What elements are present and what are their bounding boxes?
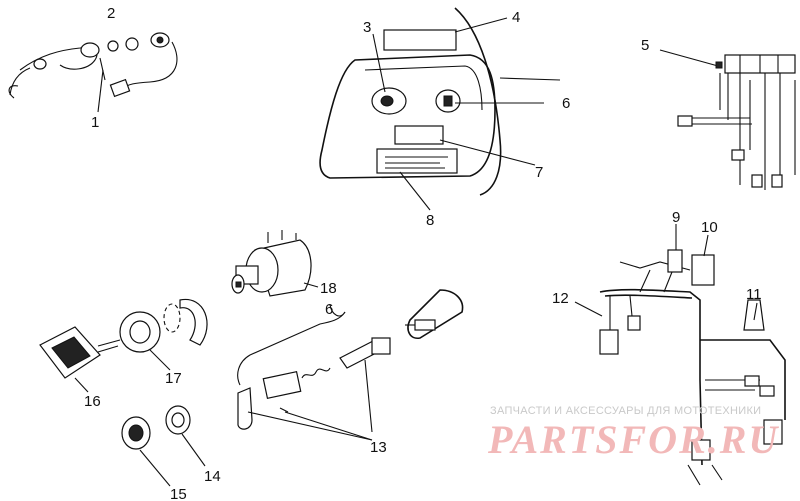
- callout-labels: 1 2 3 4 5 6 7 8 9 10 11 12 13 14 15 16 1…: [84, 5, 762, 501]
- switch-nut-and-ring: [39, 298, 208, 393]
- callout-9: 9: [672, 209, 680, 226]
- ignition-switch-harness: [8, 32, 178, 113]
- callout-13: 13: [370, 439, 387, 456]
- callout-18: 18: [320, 280, 337, 297]
- callout-5: 5: [641, 37, 649, 54]
- callout-8: 8: [426, 212, 434, 229]
- callout-1: 1: [91, 114, 99, 131]
- callout-3: 3: [363, 19, 371, 36]
- ignition-switch-body: [231, 230, 319, 297]
- main-wire-harness: [574, 224, 786, 486]
- watermark-tagline: ЗАПЧАСТИ И АКСЕССУАРЫ ДЛЯ МОТОТЕХНИКИ: [490, 405, 762, 417]
- wire-harness-fragment: [659, 49, 796, 190]
- callout-12: 12: [552, 290, 569, 307]
- callout-2: 2: [107, 5, 115, 22]
- callout-15: 15: [170, 486, 187, 501]
- callout-16: 16: [84, 393, 101, 410]
- callout-17: 17: [165, 370, 182, 387]
- washers: [121, 405, 206, 487]
- watermark-logo: PARTSFOR.RU: [488, 417, 780, 462]
- callout-11: 11: [746, 286, 762, 303]
- switch-assembly: [237, 289, 464, 441]
- callout-6-dash: 6: [562, 95, 570, 112]
- callout-6-assembly: 6: [325, 301, 333, 318]
- callout-7: 7: [535, 164, 543, 181]
- callout-10: 10: [701, 219, 718, 236]
- callout-4: 4: [512, 9, 520, 26]
- dash-panel: [319, 7, 561, 211]
- callout-14: 14: [204, 468, 221, 485]
